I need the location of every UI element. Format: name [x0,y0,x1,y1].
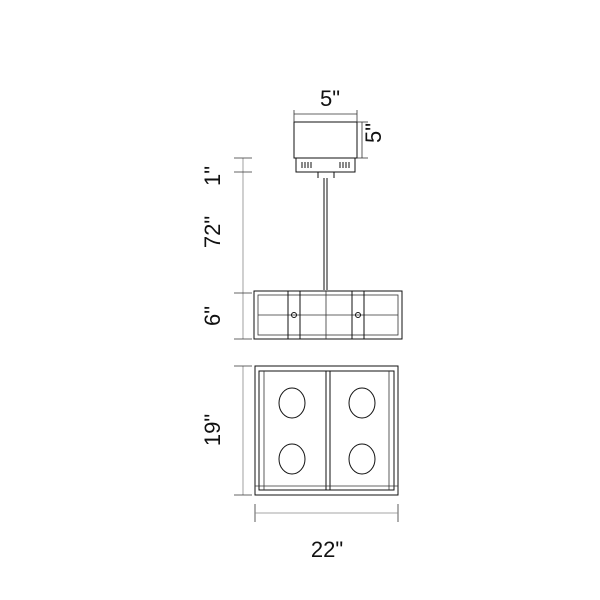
canopy-vent-left [301,162,312,168]
canopy-width-label: 5" [320,86,340,111]
fixture-front-view [254,365,399,496]
light-opening-bottom-left [278,443,306,475]
fixture-width-dimension: 22" [254,504,399,562]
light-opening-bottom-right [348,443,376,475]
front-height-dimension: 19" [200,365,252,496]
canopy [293,121,358,178]
top-gap-label: 1" [200,166,225,186]
chain-length-label: 72" [200,216,225,248]
canopy-height-dimension: 5" [357,121,386,159]
light-opening-top-right [348,387,376,419]
fixture-width-label: 22" [311,537,343,562]
fixture-side-height-label: 6" [200,306,225,326]
canopy-height-label: 5" [361,123,386,143]
light-opening-top-left [278,387,306,419]
canopy-vent-right [339,162,350,168]
fixture-side-view [253,290,403,340]
vertical-dimension-chain: 1" 72" 6" [200,157,252,340]
canopy-width-dimension: 5" [293,86,358,122]
suspension-rod [323,178,328,290]
fixture-front-height-label: 19" [200,414,225,446]
